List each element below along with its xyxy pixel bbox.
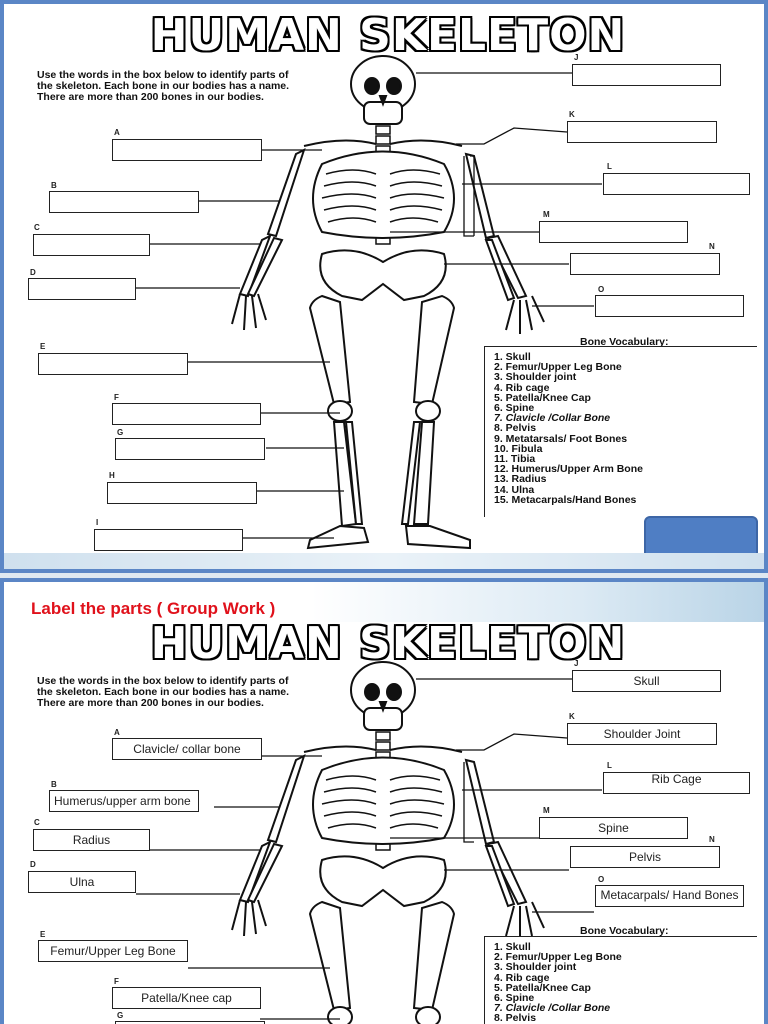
letter-j-2: J [574, 659, 579, 668]
letter-n-2: N [709, 835, 715, 844]
letter-o-2: O [598, 875, 605, 884]
label-box-l[interactable] [603, 173, 750, 195]
label-box-i[interactable] [94, 529, 243, 551]
letter-e: E [40, 342, 46, 351]
letter-d-2: D [30, 860, 36, 869]
label-box-o[interactable] [595, 295, 744, 317]
skeleton-illustration [136, 55, 602, 550]
vocab-item: 3. Shoulder joint [494, 371, 577, 384]
vocab-item: 1. Skull [494, 351, 531, 363]
footer-wave [4, 553, 764, 569]
vocab-item: 6. Spine [494, 402, 535, 415]
header-band [4, 582, 764, 622]
vocab-item: 1. Skull [494, 941, 531, 953]
vocab-item: 5. Patella/Knee Cap [494, 981, 591, 994]
letter-f: F [114, 393, 119, 402]
letter-k-2: K [569, 712, 575, 721]
label-box-n-filled[interactable]: Pelvis [570, 846, 720, 868]
skeleton-illustration-2 [136, 661, 602, 1024]
label-box-m[interactable] [539, 221, 688, 243]
letter-d: D [30, 268, 36, 277]
letter-c-2: C [34, 818, 40, 827]
letter-e-2: E [40, 930, 46, 939]
vocab-title: Bone Vocabulary: [580, 336, 669, 348]
vocab-item: 14. Ulna [494, 483, 535, 496]
label-box-d-filled[interactable]: Ulna [28, 871, 136, 893]
label-box-m-filled[interactable]: Spine [539, 817, 688, 839]
label-box-c-filled[interactable]: Radius [33, 829, 150, 851]
label-box-g[interactable] [115, 438, 265, 460]
letter-m: M [543, 210, 550, 219]
letter-b-2: B [51, 780, 57, 789]
worksheet-slide-2: Label the parts ( Group Work ) HUMAN SKE… [0, 578, 768, 1024]
letter-j: J [574, 53, 579, 62]
letter-h: H [109, 471, 115, 480]
vocab-item: 2. Femur/Upper Leg Bone [494, 361, 622, 374]
label-box-j[interactable] [572, 64, 721, 86]
page-title: HUMAN SKELETON [150, 10, 626, 61]
vocab-item: 4. Rib cage [494, 971, 550, 984]
label-box-d[interactable] [28, 278, 136, 300]
label-box-e[interactable] [38, 353, 188, 375]
vocab-item: 2. Femur/Upper Leg Bone [494, 951, 622, 964]
label-box-k-filled[interactable]: Shoulder Joint [567, 723, 717, 745]
vocab-item: 11. Tibia [494, 453, 536, 466]
label-box-c[interactable] [33, 234, 150, 256]
vocab-item: 4. Rib cage [494, 381, 550, 394]
label-box-o-filled[interactable]: Metacarpals/ Hand Bones [595, 885, 744, 907]
vocab-title-2: Bone Vocabulary: [580, 925, 669, 937]
letter-a-2: A [114, 728, 120, 737]
vocab-item: 3. Shoulder joint [494, 961, 577, 974]
letter-c: C [34, 223, 40, 232]
label-box-g-2[interactable] [115, 1021, 265, 1024]
letter-l: L [607, 162, 612, 171]
label-box-l-filled[interactable]: Rib Cage [603, 772, 750, 794]
vocab-item: 5. Patella/Knee Cap [494, 391, 591, 404]
letter-n: N [709, 242, 715, 251]
letter-o: O [598, 285, 605, 294]
letter-g: G [117, 428, 124, 437]
letter-i: I [96, 518, 99, 527]
label-box-j-filled[interactable]: Skull [572, 670, 721, 692]
label-box-h[interactable] [107, 482, 257, 504]
label-box-f-filled[interactable]: Patella/Knee cap [112, 987, 261, 1009]
letter-g-2: G [117, 1011, 124, 1020]
vocab-item: 10. Fibula [494, 442, 543, 455]
page-title-2: HUMAN SKELETON [150, 618, 626, 669]
instructions: Use the words in the box below to identi… [37, 69, 290, 103]
label-box-a-filled[interactable]: Clavicle/ collar bone [112, 738, 262, 760]
vocab-item: 15. Metacarpals/Hand Bones [494, 493, 637, 506]
letter-m-2: M [543, 806, 550, 815]
letter-l-2: L [607, 761, 612, 770]
instructions-2: Use the words in the box below to identi… [37, 675, 290, 709]
letter-k: K [569, 110, 575, 119]
vocab-item: 9. Metatarsals/ Foot Bones [494, 432, 628, 445]
worksheet-slide-1: HUMAN SKELETON Use the words in the box … [0, 0, 768, 573]
vocab-item: 12. Humerus/Upper Arm Bone [494, 463, 643, 476]
vocab-item: 7. Clavicle /Collar Bone [494, 1002, 611, 1015]
vocab-item: 8. Pelvis [494, 1012, 537, 1024]
letter-b: B [51, 181, 57, 190]
letter-f-2: F [114, 977, 119, 986]
vocab-item: 8. Pelvis [494, 422, 537, 435]
vocab-item: 7. Clavicle /Collar Bone [494, 412, 611, 425]
label-box-b-filled[interactable]: Humerus/upper arm bone [49, 790, 199, 812]
label-box-f[interactable] [112, 403, 261, 425]
label-box-b[interactable] [49, 191, 199, 213]
letter-a: A [114, 128, 120, 137]
vocab-item: 6. Spine [494, 992, 535, 1005]
vocab-item: 13. Radius [494, 473, 547, 486]
label-box-n[interactable] [570, 253, 720, 275]
group-work-heading: Label the parts ( Group Work ) [31, 599, 276, 618]
label-box-a[interactable] [112, 139, 262, 161]
label-box-k[interactable] [567, 121, 717, 143]
label-box-e-filled[interactable]: Femur/Upper Leg Bone [38, 940, 188, 962]
